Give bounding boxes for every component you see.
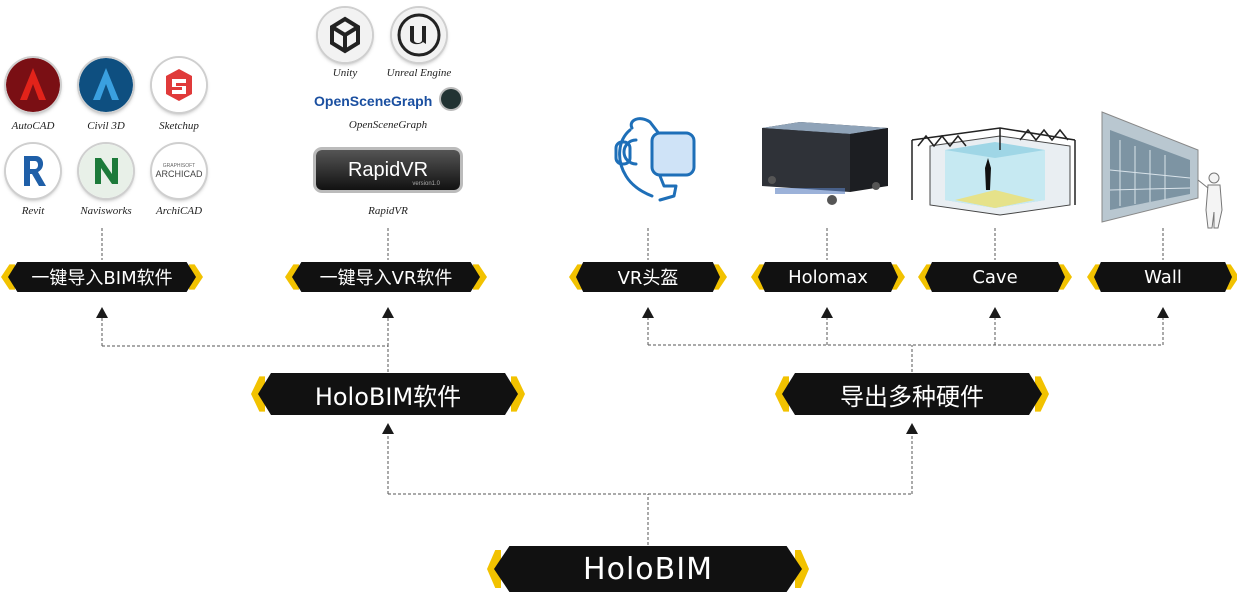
arrowhead bbox=[382, 423, 394, 434]
autocad-icon bbox=[6, 58, 60, 112]
node-root-holobim: HoloBIM bbox=[487, 546, 809, 592]
rapidvr-version: version1.0 bbox=[412, 181, 440, 187]
node-vr-headset-label: VR头盔 bbox=[617, 268, 679, 289]
vr-headset-icon bbox=[614, 117, 696, 202]
vr-software-label: OpenSceneGraph bbox=[348, 119, 428, 131]
holomax-device-image bbox=[762, 122, 888, 205]
vr-software-label: RapidVR bbox=[368, 205, 408, 217]
bim-software-label: Civil 3D bbox=[87, 120, 125, 132]
openscenegraph-eye-icon bbox=[441, 89, 461, 109]
openscenegraph-logo: OpenSceneGraph bbox=[314, 93, 433, 109]
node-import-bim-label: 一键导入BIM软件 bbox=[31, 268, 173, 289]
node-holomax: Holomax bbox=[751, 262, 905, 292]
node-wall: Wall bbox=[1087, 262, 1237, 292]
node-root-holobim-label: HoloBIM bbox=[583, 551, 713, 587]
civil3d-icon bbox=[79, 58, 133, 112]
archicad-mark-small: GRAPHISOFT bbox=[162, 163, 196, 169]
node-cave: Cave bbox=[918, 262, 1072, 292]
bim-software-label: Navisworks bbox=[80, 205, 132, 217]
arrowhead bbox=[989, 307, 1001, 318]
arrowhead bbox=[382, 307, 394, 318]
bim-software-label: Sketchup bbox=[159, 120, 199, 132]
arrowheads bbox=[96, 307, 1169, 434]
revit-icon bbox=[6, 144, 60, 198]
archicad-mark: ARCHICAD bbox=[155, 169, 203, 179]
node-import-vr: 一键导入VR软件 bbox=[285, 262, 487, 292]
node-holomax-label: Holomax bbox=[788, 266, 868, 288]
node-wall-label: Wall bbox=[1144, 266, 1182, 288]
vr-software-label: Unity bbox=[332, 67, 358, 79]
rapidvr-logo: RapidVR version1.0 bbox=[316, 150, 460, 190]
cave-system-image bbox=[911, 127, 1076, 216]
archicad-icon: GRAPHISOFT ARCHICAD bbox=[152, 144, 206, 198]
bim-software-label: ArchiCAD bbox=[155, 205, 203, 217]
node-vr-headset: VR头盔 bbox=[569, 262, 727, 292]
node-import-vr-label: 一键导入VR软件 bbox=[319, 268, 453, 289]
node-holobim-software-label: HoloBIM软件 bbox=[314, 382, 462, 411]
arrowhead bbox=[1157, 307, 1169, 318]
arrowhead bbox=[96, 307, 108, 318]
unity-icon bbox=[318, 8, 372, 62]
rapidvr-mark: RapidVR bbox=[347, 158, 429, 181]
arrowhead bbox=[906, 423, 918, 434]
arrowhead bbox=[821, 307, 833, 318]
node-import-bim: 一键导入BIM软件 bbox=[1, 262, 203, 292]
node-holobim-software: HoloBIM软件 bbox=[251, 373, 525, 415]
bim-software-label: Revit bbox=[21, 205, 45, 217]
sketchup-icon bbox=[152, 58, 206, 112]
vr-software-label: Unreal Engine bbox=[386, 67, 452, 79]
node-export-hardware-label: 导出多种硬件 bbox=[840, 382, 984, 411]
unreal-engine-icon bbox=[392, 8, 446, 62]
navisworks-icon bbox=[79, 144, 133, 198]
bim-software-label: AutoCAD bbox=[11, 120, 55, 132]
node-cave-label: Cave bbox=[972, 266, 1018, 288]
arrowhead bbox=[642, 307, 654, 318]
wall-display-image bbox=[1101, 111, 1223, 229]
node-export-hardware: 导出多种硬件 bbox=[775, 373, 1049, 415]
connectors bbox=[101, 228, 1164, 545]
